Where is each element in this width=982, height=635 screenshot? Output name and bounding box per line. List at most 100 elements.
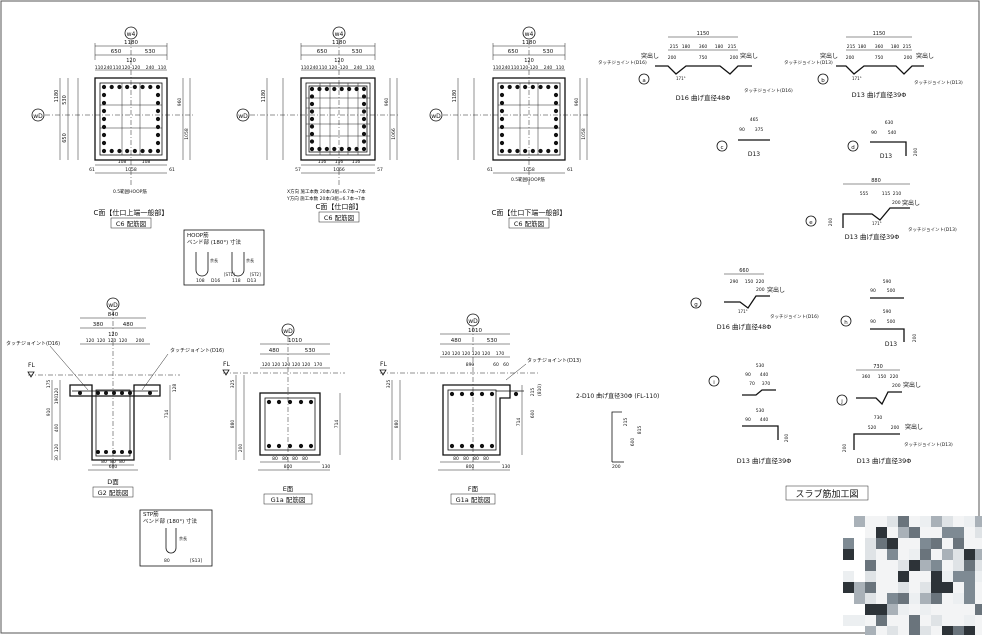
- stp-title: STP筋: [143, 510, 159, 518]
- redaction-pixel: [909, 604, 920, 615]
- dim-chain: 170: [314, 362, 323, 368]
- redaction-pixel: [931, 582, 942, 593]
- rebar: [266, 443, 272, 449]
- rebar: [530, 84, 535, 90]
- redaction-pixel: [887, 560, 898, 571]
- dim-chain: 120: [292, 362, 301, 368]
- redaction-pixel: [876, 571, 887, 582]
- redaction-pixel: [920, 593, 931, 604]
- rebar: [449, 391, 455, 397]
- dim-right: 714: [516, 418, 522, 427]
- redaction-pixel: [953, 615, 964, 626]
- redaction-pixel: [975, 560, 982, 571]
- redaction-pixel: [975, 615, 982, 626]
- redaction-pixel: [887, 527, 898, 538]
- dim-bottom-mid: 116: [352, 159, 361, 165]
- dim-top-total: 1180: [332, 40, 346, 46]
- item-mark: h: [844, 320, 848, 326]
- redaction-pixel: [942, 626, 953, 635]
- rebar: [347, 146, 352, 152]
- d10-dim: 215: [623, 418, 629, 427]
- dim: 440: [760, 417, 769, 423]
- dim-left: 325: [386, 380, 392, 389]
- item-mark: i: [713, 380, 715, 386]
- dim-chain: 120: [302, 362, 311, 368]
- redaction-pixel: [942, 549, 953, 560]
- dim: 375: [755, 127, 764, 133]
- dim-bottom-total: 800: [466, 464, 475, 470]
- dim-bottom: 80: [110, 459, 116, 465]
- dim-bottom-mid: 116: [318, 159, 327, 165]
- dim-chain: 110: [319, 65, 328, 71]
- angle: 171°: [872, 221, 882, 226]
- redaction-pixel: [909, 549, 920, 560]
- redaction-pixel: [865, 604, 876, 615]
- axis-label-left: wD: [431, 113, 441, 120]
- rebar: [155, 124, 161, 130]
- item-mark: c: [720, 145, 723, 151]
- dim-chain: 240: [310, 65, 319, 71]
- redaction-pixel: [975, 527, 982, 538]
- redaction-pixel: [920, 626, 931, 635]
- rebar: [309, 146, 315, 152]
- rebar: [101, 116, 107, 122]
- dim-chain: 120: [340, 65, 349, 71]
- rebar: [101, 132, 107, 138]
- axis-bubble-top: [124, 26, 138, 40]
- dim-right: 1066: [391, 128, 397, 140]
- section-note-x: X方向 施工本数 20本/3組=6.7本→7本: [287, 188, 366, 195]
- item-mark: g: [694, 302, 698, 308]
- dim: 90: [870, 319, 876, 325]
- item-mark: b: [821, 78, 825, 84]
- axis-label-top: wD: [108, 302, 118, 309]
- dim-bottom-mid: 108: [142, 159, 151, 165]
- redaction-pixel: [876, 615, 887, 626]
- slab-item-b: b 1150 215 180 360 180 215 突出し 突出し 200 7…: [784, 31, 963, 99]
- redaction-pixel: [931, 527, 942, 538]
- stp-subtitle: ベンド部 (180°) 寸法: [143, 517, 198, 525]
- rebar: [354, 146, 359, 152]
- dim-bottom-total: 1066: [333, 167, 345, 173]
- dim-bottom-mid: 108: [118, 159, 127, 165]
- hoop-inner: 余長: [210, 257, 218, 263]
- dim-bottom: 80: [453, 456, 459, 462]
- rebar: [309, 116, 315, 122]
- rebar: [499, 140, 505, 146]
- dim-right: 215: [530, 388, 536, 397]
- section-title: D面: [107, 478, 119, 486]
- rebar: [128, 450, 132, 454]
- redaction-pixel: [909, 538, 920, 549]
- dim-chain: 110: [95, 65, 104, 71]
- redaction-pixel: [898, 538, 909, 549]
- rebar: [140, 148, 145, 154]
- column-section-c2: w4 1180 650 530 120 110 240 110 120 120 …: [236, 26, 400, 223]
- redaction-pixel: [964, 560, 975, 571]
- dim-top-total: 840: [108, 312, 119, 318]
- chain: 215: [847, 44, 856, 50]
- hook: 200: [913, 148, 919, 157]
- redaction-pixel: [942, 538, 953, 549]
- rebar: [489, 443, 495, 449]
- proj: 突出し: [902, 199, 920, 207]
- redaction-pixel: [964, 604, 975, 615]
- dim-top-split: 530: [487, 338, 498, 344]
- redaction-pixel: [898, 571, 909, 582]
- section-title: F面: [468, 485, 479, 493]
- beam-section-e: wD 1010 480 530 120 120 120 120 120 170 …: [222, 323, 345, 505]
- rebar: [117, 84, 122, 90]
- rebar: [479, 391, 485, 397]
- hoop-outline: [99, 82, 163, 156]
- redaction-pixel: [843, 571, 854, 582]
- redaction-pixel: [953, 571, 964, 582]
- rebar: [361, 124, 367, 129]
- rebar: [469, 391, 475, 397]
- redaction-pixel: [865, 560, 876, 571]
- hook: 200: [912, 334, 918, 343]
- dim-top-split: 530: [305, 348, 316, 354]
- redaction-pixel: [953, 582, 964, 593]
- section-subtitle: C6 配筋図: [324, 213, 354, 222]
- dim-bottom-total: 1058: [523, 167, 535, 173]
- dim-right: 600: [530, 410, 536, 419]
- redaction-pixel: [865, 549, 876, 560]
- item-mark: a: [642, 78, 645, 84]
